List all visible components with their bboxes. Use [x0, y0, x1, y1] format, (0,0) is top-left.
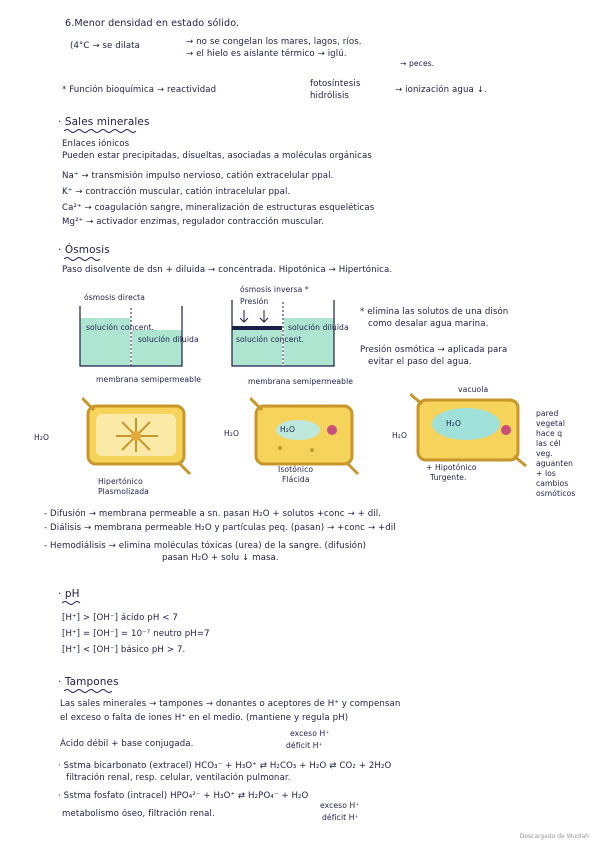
salts-l6: Mg²⁺ → activador enzimas, regulador cont…	[62, 217, 325, 227]
buffers-l3: Ácido débil + base conjugada.	[60, 739, 194, 749]
cell3-h2o-inner: H₂O	[446, 419, 462, 428]
buffers-title-underline	[64, 689, 112, 693]
osmosis-d2: - Diálisis → membrana permeable H₂O y pa…	[44, 523, 396, 533]
inverse-label: ósmosis inversa *	[240, 285, 309, 294]
osmosis-d1: - Difusión → membrana permeable a sn. pa…	[44, 509, 382, 519]
cell1-label-b: Plasmolizada	[98, 487, 149, 496]
beaker2-presion: Presión	[240, 297, 269, 306]
salts-l5: Ca²⁺ → coagulación sangre, mineralizació…	[62, 203, 375, 213]
salts-l4: K⁺ → contracción muscular, catión intrac…	[62, 187, 291, 197]
cell3-vacuola: vacuola	[458, 385, 489, 394]
beaker1-concent: solución concent.	[86, 323, 155, 332]
beaker2-membrana: membrana semipermeable	[248, 377, 354, 386]
osmosis-d3b: pasan H₂O + solu ↓ masa.	[162, 553, 279, 563]
wall-note-5: veg.	[536, 449, 553, 458]
cell-flaccid	[250, 396, 360, 476]
density-line2a: (4°C → se dilata	[70, 41, 141, 51]
note2b: evitar el paso del agua.	[368, 357, 472, 367]
cell2-label-a: Isotónico	[278, 465, 314, 474]
cell2-h2o: H₂O	[224, 429, 240, 438]
note2a: Presión osmótica → aplicada para	[360, 345, 508, 355]
wall-note-9: osmóticos	[536, 489, 576, 498]
cell1-label-a: Hipertónico	[98, 477, 143, 486]
note1a: * elimina las solutos de una disón	[360, 307, 509, 317]
buffers-l4: · Sstma bicarbonato (extracel) HCO₃⁻ + H…	[58, 761, 392, 771]
cell-turgid	[410, 392, 527, 468]
cell3-label-a: + Hipotónico	[426, 463, 477, 472]
beaker1-membrana: membrana semipermeable	[96, 375, 202, 384]
salts-title: · Sales minerales	[58, 116, 150, 128]
buffers-l5: filtración renal, resp. celular, ventila…	[66, 773, 291, 783]
beaker1-diluida: solución diluida	[138, 335, 199, 344]
salts-title-underline	[64, 129, 136, 133]
osmosis-title: · Ósmosis	[58, 244, 110, 256]
osmosis-d3: - Hemodiálisis → elimina moléculas tóxic…	[44, 541, 367, 551]
ph-l2: [H⁺] = [OH⁻] = 10⁻⁷ neutro pH=7	[62, 629, 210, 639]
biochem-tail: → ionización agua ↓.	[395, 85, 487, 95]
density-line2b: → no se congelan los mares, lagos, ríos.	[186, 37, 362, 47]
wall-note-8: cambios	[536, 479, 569, 488]
buffers-def1: déficit H⁺	[286, 741, 323, 750]
cell-plasmolyzed	[82, 396, 192, 476]
cell2-h2o-inner: H₂O	[280, 425, 296, 434]
biochem-label: * Función bioquímica → reactividad	[62, 85, 217, 95]
cell2-label-b: Flácida	[282, 475, 310, 484]
salts-l3: Na⁺ → transmisión impulso nervioso, cati…	[62, 171, 334, 181]
ph-title-underline	[62, 601, 81, 605]
cell3-h2o: H₂O	[392, 431, 408, 440]
wall-note-2: vegetal	[536, 419, 566, 428]
buffers-l7: metabolismo óseo, filtración renal.	[62, 809, 215, 819]
wall-note-7: + los	[536, 469, 556, 478]
buffers-def2: déficit H⁺	[322, 813, 359, 822]
buffers-l2: el exceso o falta de iones H⁺ en el medi…	[60, 713, 349, 723]
beaker-direct	[79, 306, 183, 367]
note1b: como desalar agua marina.	[368, 319, 489, 329]
density-line3b: → peces.	[400, 59, 435, 68]
cell3-label-b: Turgente.	[430, 473, 467, 482]
beaker-inverse	[231, 300, 335, 367]
wall-note-4: las cél	[536, 439, 561, 448]
density-line1: 6.Menor densidad en estado sólido.	[65, 18, 240, 29]
buffers-l1: Las sales minerales → tampones → donante…	[60, 699, 401, 709]
wall-note-6: aguanten	[536, 459, 574, 468]
ph-title: · pH	[58, 588, 80, 600]
buffers-exc2: exceso H⁺	[320, 801, 360, 810]
osmosis-title-underline	[64, 257, 100, 261]
beaker2-diluida: solución diluida	[288, 323, 349, 332]
beaker2-concent: solución concent.	[236, 335, 305, 344]
salts-l1: Enlaces iónicos	[62, 139, 130, 149]
salts-l2: Pueden estar precipitadas, disueltas, as…	[62, 151, 372, 161]
wall-note-3: hace q	[536, 429, 563, 438]
density-line3: → el hielo es aislante térmico → iglú.	[186, 49, 347, 59]
wall-note-1: pared	[536, 409, 559, 418]
cell1-h2o: H₂O	[34, 433, 50, 442]
direct-label: ósmosis directa	[84, 293, 145, 302]
buffers-l6: · Sstma fosfato (intracel) HPO₄²⁻ + H₃O⁺…	[58, 791, 309, 801]
buffers-title: · Tampones	[58, 676, 119, 688]
ph-l1: [H⁺] > [OH⁻] ácido pH < 7	[62, 613, 178, 623]
ph-l3: [H⁺] < [OH⁻] básico pH > 7.	[62, 645, 186, 655]
biochem-opt2: hidrólisis	[310, 91, 350, 101]
footer-watermark: Descargado de Wuolah	[519, 833, 589, 840]
osmosis-l1: Paso disolvente de dsn + diluida → conce…	[62, 265, 393, 275]
buffers-exc1: exceso H⁺	[290, 729, 330, 738]
biochem-opt1: fotosíntesis	[310, 79, 361, 89]
